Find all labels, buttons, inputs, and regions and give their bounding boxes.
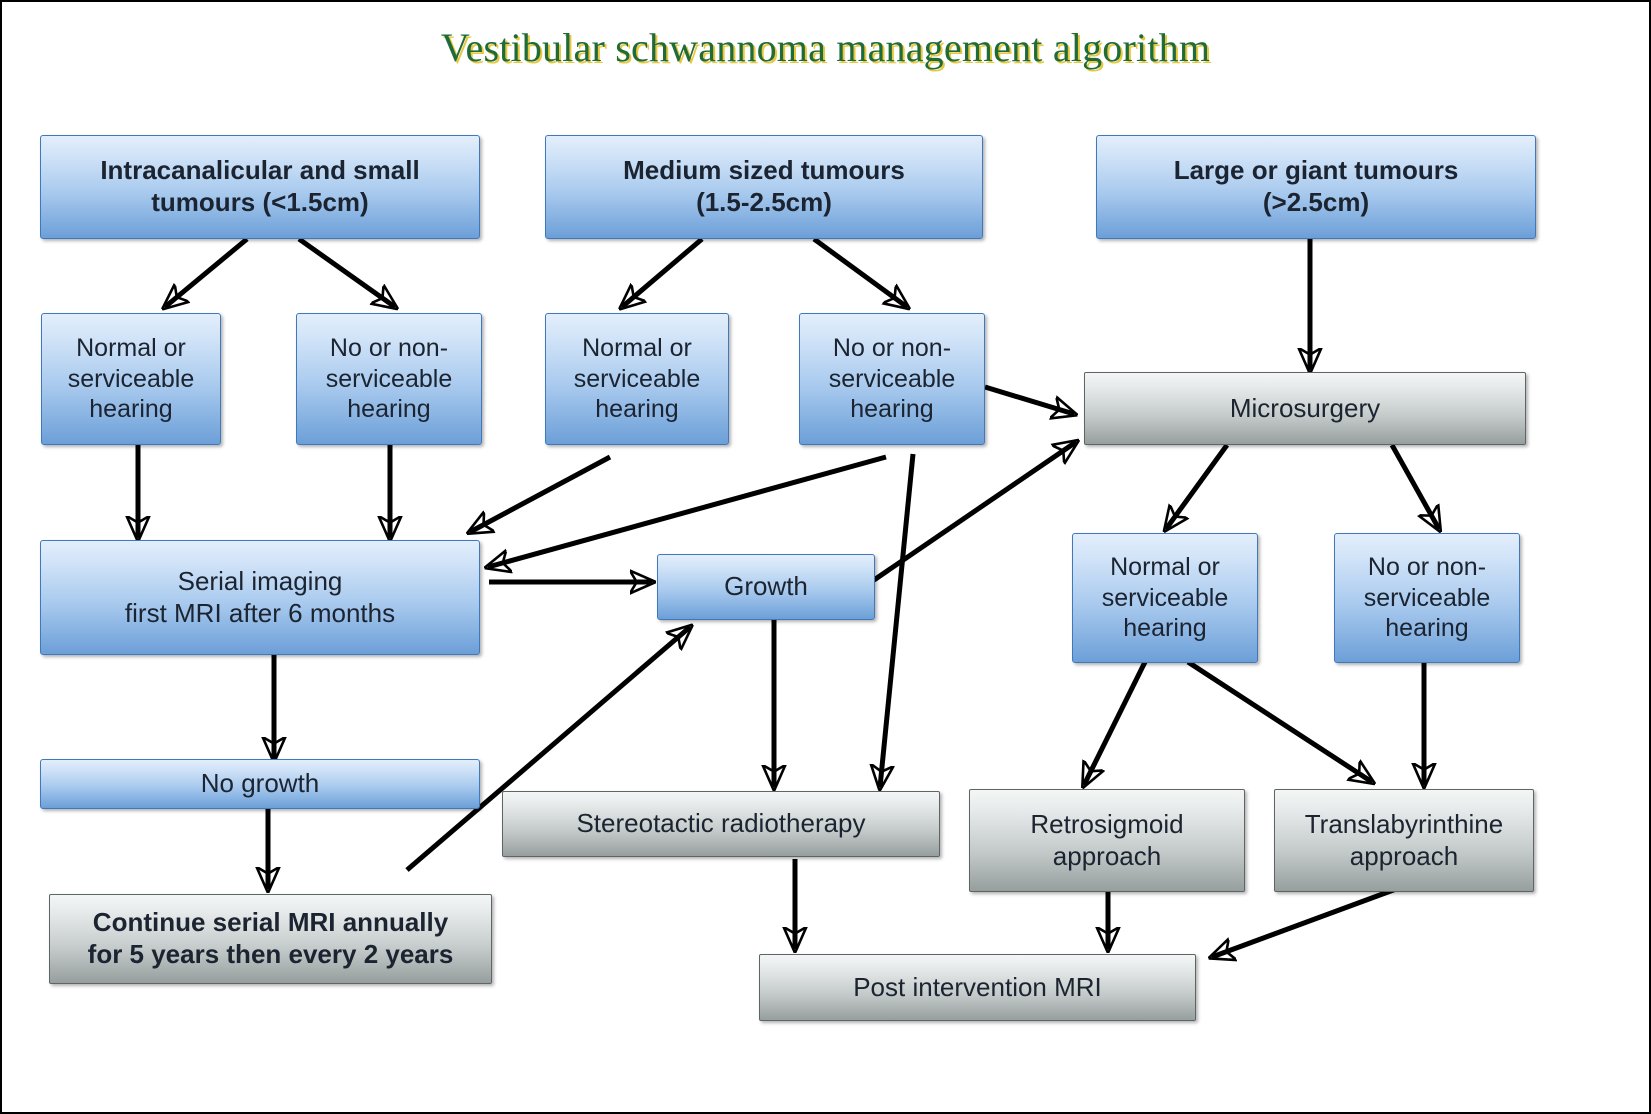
- node-small-hearing-good-line2: serviceable: [67, 364, 195, 393]
- node-large-tumours-line2: (>2.5cm): [1262, 187, 1370, 217]
- node-medium-tumours-line2: (1.5-2.5cm): [696, 187, 832, 217]
- node-continue-mri-line1: Continue serial MRI annually: [92, 907, 449, 938]
- edge-sgood-to-retrosigmoid: [1084, 660, 1148, 785]
- node-no-growth[interactable]: No growth: [40, 759, 480, 809]
- node-serial-imaging-line2: first MRI after 6 months: [124, 597, 396, 628]
- node-small-hearing-bad[interactable]: No or non- serviceable hearing: [296, 313, 482, 445]
- node-surgery-hearing-bad-line3: hearing: [1385, 614, 1469, 643]
- node-translabyrinthine[interactable]: Translabyrinthine approach: [1274, 789, 1534, 892]
- node-medium-hearing-good[interactable]: Normal or serviceable hearing: [545, 313, 729, 445]
- node-small-hearing-good-line1: Normal or: [76, 334, 186, 363]
- edge-translab-to-post: [1212, 879, 1416, 957]
- node-small-hearing-bad-line2: serviceable: [325, 364, 453, 393]
- node-small-tumours-line2: tumours (<1.5cm): [151, 187, 369, 217]
- node-surgery-hearing-bad[interactable]: No or non- serviceable hearing: [1334, 533, 1520, 663]
- node-surgery-hearing-good[interactable]: Normal or serviceable hearing: [1072, 533, 1258, 663]
- node-large-tumours-line1: Large or giant tumours: [1173, 155, 1459, 186]
- node-small-tumours[interactable]: Intracanalicular and small tumours (<1.5…: [40, 135, 480, 239]
- node-no-growth-label: No growth: [200, 768, 320, 799]
- node-small-hearing-good[interactable]: Normal or serviceable hearing: [41, 313, 221, 445]
- node-post-intervention[interactable]: Post intervention MRI: [759, 954, 1196, 1021]
- node-surgery-hearing-good-line3: hearing: [1123, 614, 1207, 643]
- node-growth[interactable]: Growth: [657, 554, 875, 620]
- node-small-hearing-good-line3: hearing: [89, 395, 173, 424]
- node-retrosigmoid[interactable]: Retrosigmoid approach: [969, 789, 1245, 892]
- node-retrosigmoid-line2: approach: [1052, 840, 1162, 871]
- node-medium-tumours-line1: Medium sized tumours: [623, 155, 905, 186]
- node-medium-hearing-good-line3: hearing: [595, 395, 679, 424]
- node-medium-tumours[interactable]: Medium sized tumours (1.5-2.5cm): [545, 135, 983, 239]
- node-growth-label: Growth: [724, 571, 808, 602]
- node-surgery-hearing-bad-line1: No or non-: [1367, 553, 1487, 582]
- node-medium-hearing-bad-line1: No or non-: [832, 334, 952, 363]
- node-translabyrinthine-line1: Translabyrinthine: [1304, 808, 1504, 839]
- node-small-hearing-bad-line3: hearing: [347, 395, 431, 424]
- edge-microsurgery-to-sgood: [1166, 443, 1230, 529]
- node-translabyrinthine-line2: approach: [1349, 840, 1459, 871]
- node-medium-hearing-bad-line2: serviceable: [828, 364, 956, 393]
- node-retrosigmoid-line1: Retrosigmoid: [1030, 808, 1184, 839]
- edge-small-to-good: [165, 237, 249, 307]
- node-microsurgery[interactable]: Microsurgery: [1084, 372, 1526, 445]
- node-medium-hearing-bad[interactable]: No or non- serviceable hearing: [799, 313, 985, 445]
- node-medium-hearing-bad-line3: hearing: [850, 395, 934, 424]
- node-small-tumours-line1: Intracanalicular and small: [100, 155, 420, 186]
- edge-mbad-to-microsurgery: [984, 384, 1074, 414]
- edge-mbad-to-serial: [488, 454, 887, 567]
- node-large-tumours[interactable]: Large or giant tumours (>2.5cm): [1096, 135, 1536, 239]
- node-medium-hearing-good-line2: serviceable: [573, 364, 701, 393]
- node-continue-mri[interactable]: Continue serial MRI annually for 5 years…: [49, 894, 492, 984]
- node-stereotactic[interactable]: Stereotactic radiotherapy: [502, 791, 940, 857]
- node-continue-mri-line2: for 5 years then every 2 years: [87, 939, 454, 969]
- node-microsurgery-label: Microsurgery: [1229, 392, 1381, 423]
- node-serial-imaging-line1: Serial imaging: [177, 565, 343, 596]
- edge-mbad-to-stereotactic: [880, 453, 916, 787]
- node-surgery-hearing-bad-line2: serviceable: [1363, 583, 1491, 612]
- node-medium-hearing-good-line1: Normal or: [582, 334, 692, 363]
- edge-microsurgery-to-sbad: [1389, 443, 1439, 529]
- edge-medium-to-good: [622, 237, 704, 307]
- node-stereotactic-label: Stereotactic radiotherapy: [576, 808, 866, 839]
- page-title: Vestibular schwannoma management algorit…: [440, 25, 1211, 70]
- node-small-hearing-bad-line1: No or non-: [329, 334, 449, 363]
- edge-mgood-to-serial: [470, 454, 612, 532]
- node-post-intervention-label: Post intervention MRI: [853, 971, 1102, 1002]
- edge-small-to-bad: [297, 236, 395, 307]
- node-surgery-hearing-good-line2: serviceable: [1101, 583, 1229, 612]
- edge-medium-to-bad: [812, 236, 907, 307]
- node-serial-imaging[interactable]: Serial imaging first MRI after 6 months: [40, 540, 480, 655]
- edge-sgood-to-translab: [1186, 659, 1372, 782]
- edge-growth-to-microsurgery: [872, 442, 1076, 583]
- node-surgery-hearing-good-line1: Normal or: [1110, 553, 1220, 582]
